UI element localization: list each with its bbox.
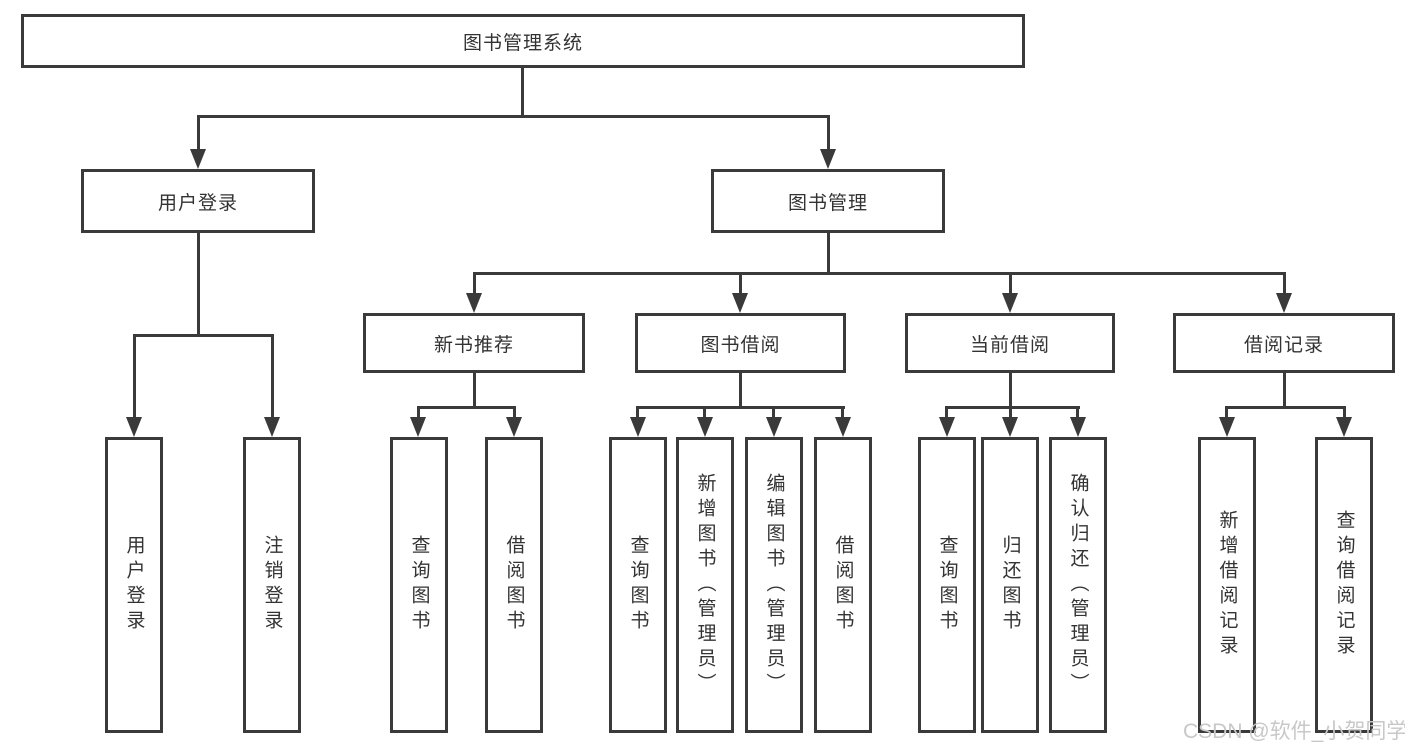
connector-line: [945, 406, 1080, 409]
node-current-borrow-label: 当前借阅: [969, 334, 1050, 356]
leaf-logout-label: 注销登录: [261, 535, 283, 635]
connector-line: [1283, 373, 1286, 408]
node-book-borrow: 图书借阅: [635, 313, 846, 373]
node-user-login-label: 用户登录: [157, 192, 238, 214]
arrowhead-down-icon: [410, 417, 426, 437]
connector-line: [703, 406, 706, 420]
connector-line: [1009, 406, 1012, 420]
leaf-bb-borrow-book: 借阅图书: [814, 437, 872, 733]
arrowhead-down-icon: [1276, 293, 1292, 313]
arrowhead-down-icon: [264, 417, 280, 437]
connector-line: [945, 406, 948, 420]
leaf-logout: 注销登录: [243, 437, 301, 733]
connector-line: [1225, 406, 1228, 420]
leaf-br-query-record-label: 查询借阅记录: [1333, 510, 1355, 660]
node-current-borrow: 当前借阅: [905, 313, 1115, 373]
node-book-borrow-label: 图书借阅: [700, 334, 781, 356]
connector-line: [1225, 406, 1346, 409]
leaf-bb-query-book-label: 查询图书: [627, 535, 649, 635]
node-root-label: 图书管理系统: [462, 32, 583, 54]
leaf-cb-return-book-label: 归还图书: [999, 535, 1021, 635]
leaf-cb-confirm-return-label: 确认归还（管理员）: [1067, 472, 1089, 698]
leaf-cb-confirm-return: 确认归还（管理员）: [1049, 437, 1107, 733]
node-borrow-records-label: 借阅记录: [1243, 334, 1324, 356]
connector-line: [739, 272, 742, 300]
connector-line: [636, 406, 845, 409]
leaf-rec-borrow-book-label: 借阅图书: [503, 535, 525, 635]
connector-line: [473, 373, 476, 408]
connector-line: [473, 272, 1286, 275]
leaf-bb-query-book: 查询图书: [609, 437, 667, 733]
arrowhead-down-icon: [1070, 417, 1086, 437]
connector-line: [772, 406, 775, 420]
arrowhead-down-icon: [697, 417, 713, 437]
leaf-cb-return-book: 归还图书: [981, 437, 1039, 733]
leaf-br-query-record: 查询借阅记录: [1315, 437, 1373, 733]
node-root: 图书管理系统: [21, 14, 1025, 68]
leaf-rec-query-book-label: 查询图书: [408, 535, 430, 635]
arrowhead-down-icon: [126, 417, 142, 437]
connector-line: [417, 406, 420, 420]
arrowhead-down-icon: [630, 417, 646, 437]
arrowhead-down-icon: [766, 417, 782, 437]
leaf-rec-borrow-book: 借阅图书: [485, 437, 543, 733]
arrowhead-down-icon: [820, 149, 836, 169]
connector-line: [473, 272, 476, 300]
connector-line: [1009, 272, 1012, 300]
leaf-cb-query-book: 查询图书: [918, 437, 976, 733]
arrowhead-down-icon: [1336, 417, 1352, 437]
connector-line: [417, 406, 516, 409]
connector-line: [521, 68, 524, 117]
connector-line: [739, 373, 742, 408]
connector-line: [841, 406, 844, 420]
csdn-watermark: CSDN @软件_小贺同学: [1183, 720, 1405, 743]
leaf-bb-add-book-label: 新增图书（管理员）: [694, 472, 716, 698]
connector-line: [133, 334, 274, 337]
connector-line: [1076, 406, 1079, 420]
arrowhead-down-icon: [939, 417, 955, 437]
leaf-br-add-record: 新增借阅记录: [1198, 437, 1256, 733]
arrowhead-down-icon: [835, 417, 851, 437]
arrowhead-down-icon: [466, 293, 482, 313]
leaf-cb-query-book-label: 查询图书: [936, 535, 958, 635]
connector-line: [827, 115, 830, 153]
connector-line: [1343, 406, 1346, 420]
node-book-mgmt: 图书管理: [711, 169, 945, 233]
arrowhead-down-icon: [190, 149, 206, 169]
arrowhead-down-icon: [732, 293, 748, 313]
leaf-bb-edit-book-label: 编辑图书（管理员）: [763, 472, 785, 698]
connector-line: [133, 334, 136, 421]
node-user-login: 用户登录: [81, 169, 315, 233]
leaf-bb-edit-book: 编辑图书（管理员）: [745, 437, 803, 733]
connector-line: [827, 233, 830, 274]
arrowhead-down-icon: [506, 417, 522, 437]
connector-line: [271, 334, 274, 421]
leaf-bb-borrow-book-label: 借阅图书: [832, 535, 854, 635]
leaf-rec-query-book: 查询图书: [390, 437, 448, 733]
arrowhead-down-icon: [1219, 417, 1235, 437]
arrowhead-down-icon: [1002, 293, 1018, 313]
connector-line: [197, 115, 200, 153]
leaf-user-login: 用户登录: [105, 437, 163, 733]
node-new-book-rec: 新书推荐: [363, 313, 585, 373]
connector-line: [1009, 373, 1012, 408]
leaf-bb-add-book: 新增图书（管理员）: [676, 437, 734, 733]
node-book-mgmt-label: 图书管理: [787, 192, 868, 214]
connector-line: [1283, 272, 1286, 300]
leaf-user-login-label: 用户登录: [123, 535, 145, 635]
arrowhead-down-icon: [1002, 417, 1018, 437]
node-borrow-records: 借阅记录: [1173, 313, 1395, 373]
connector-line: [197, 233, 200, 336]
node-new-book-rec-label: 新书推荐: [433, 334, 514, 356]
leaf-br-add-record-label: 新增借阅记录: [1216, 510, 1238, 660]
connector-line: [636, 406, 639, 420]
connector-line: [513, 406, 516, 420]
connector-line: [197, 115, 830, 118]
